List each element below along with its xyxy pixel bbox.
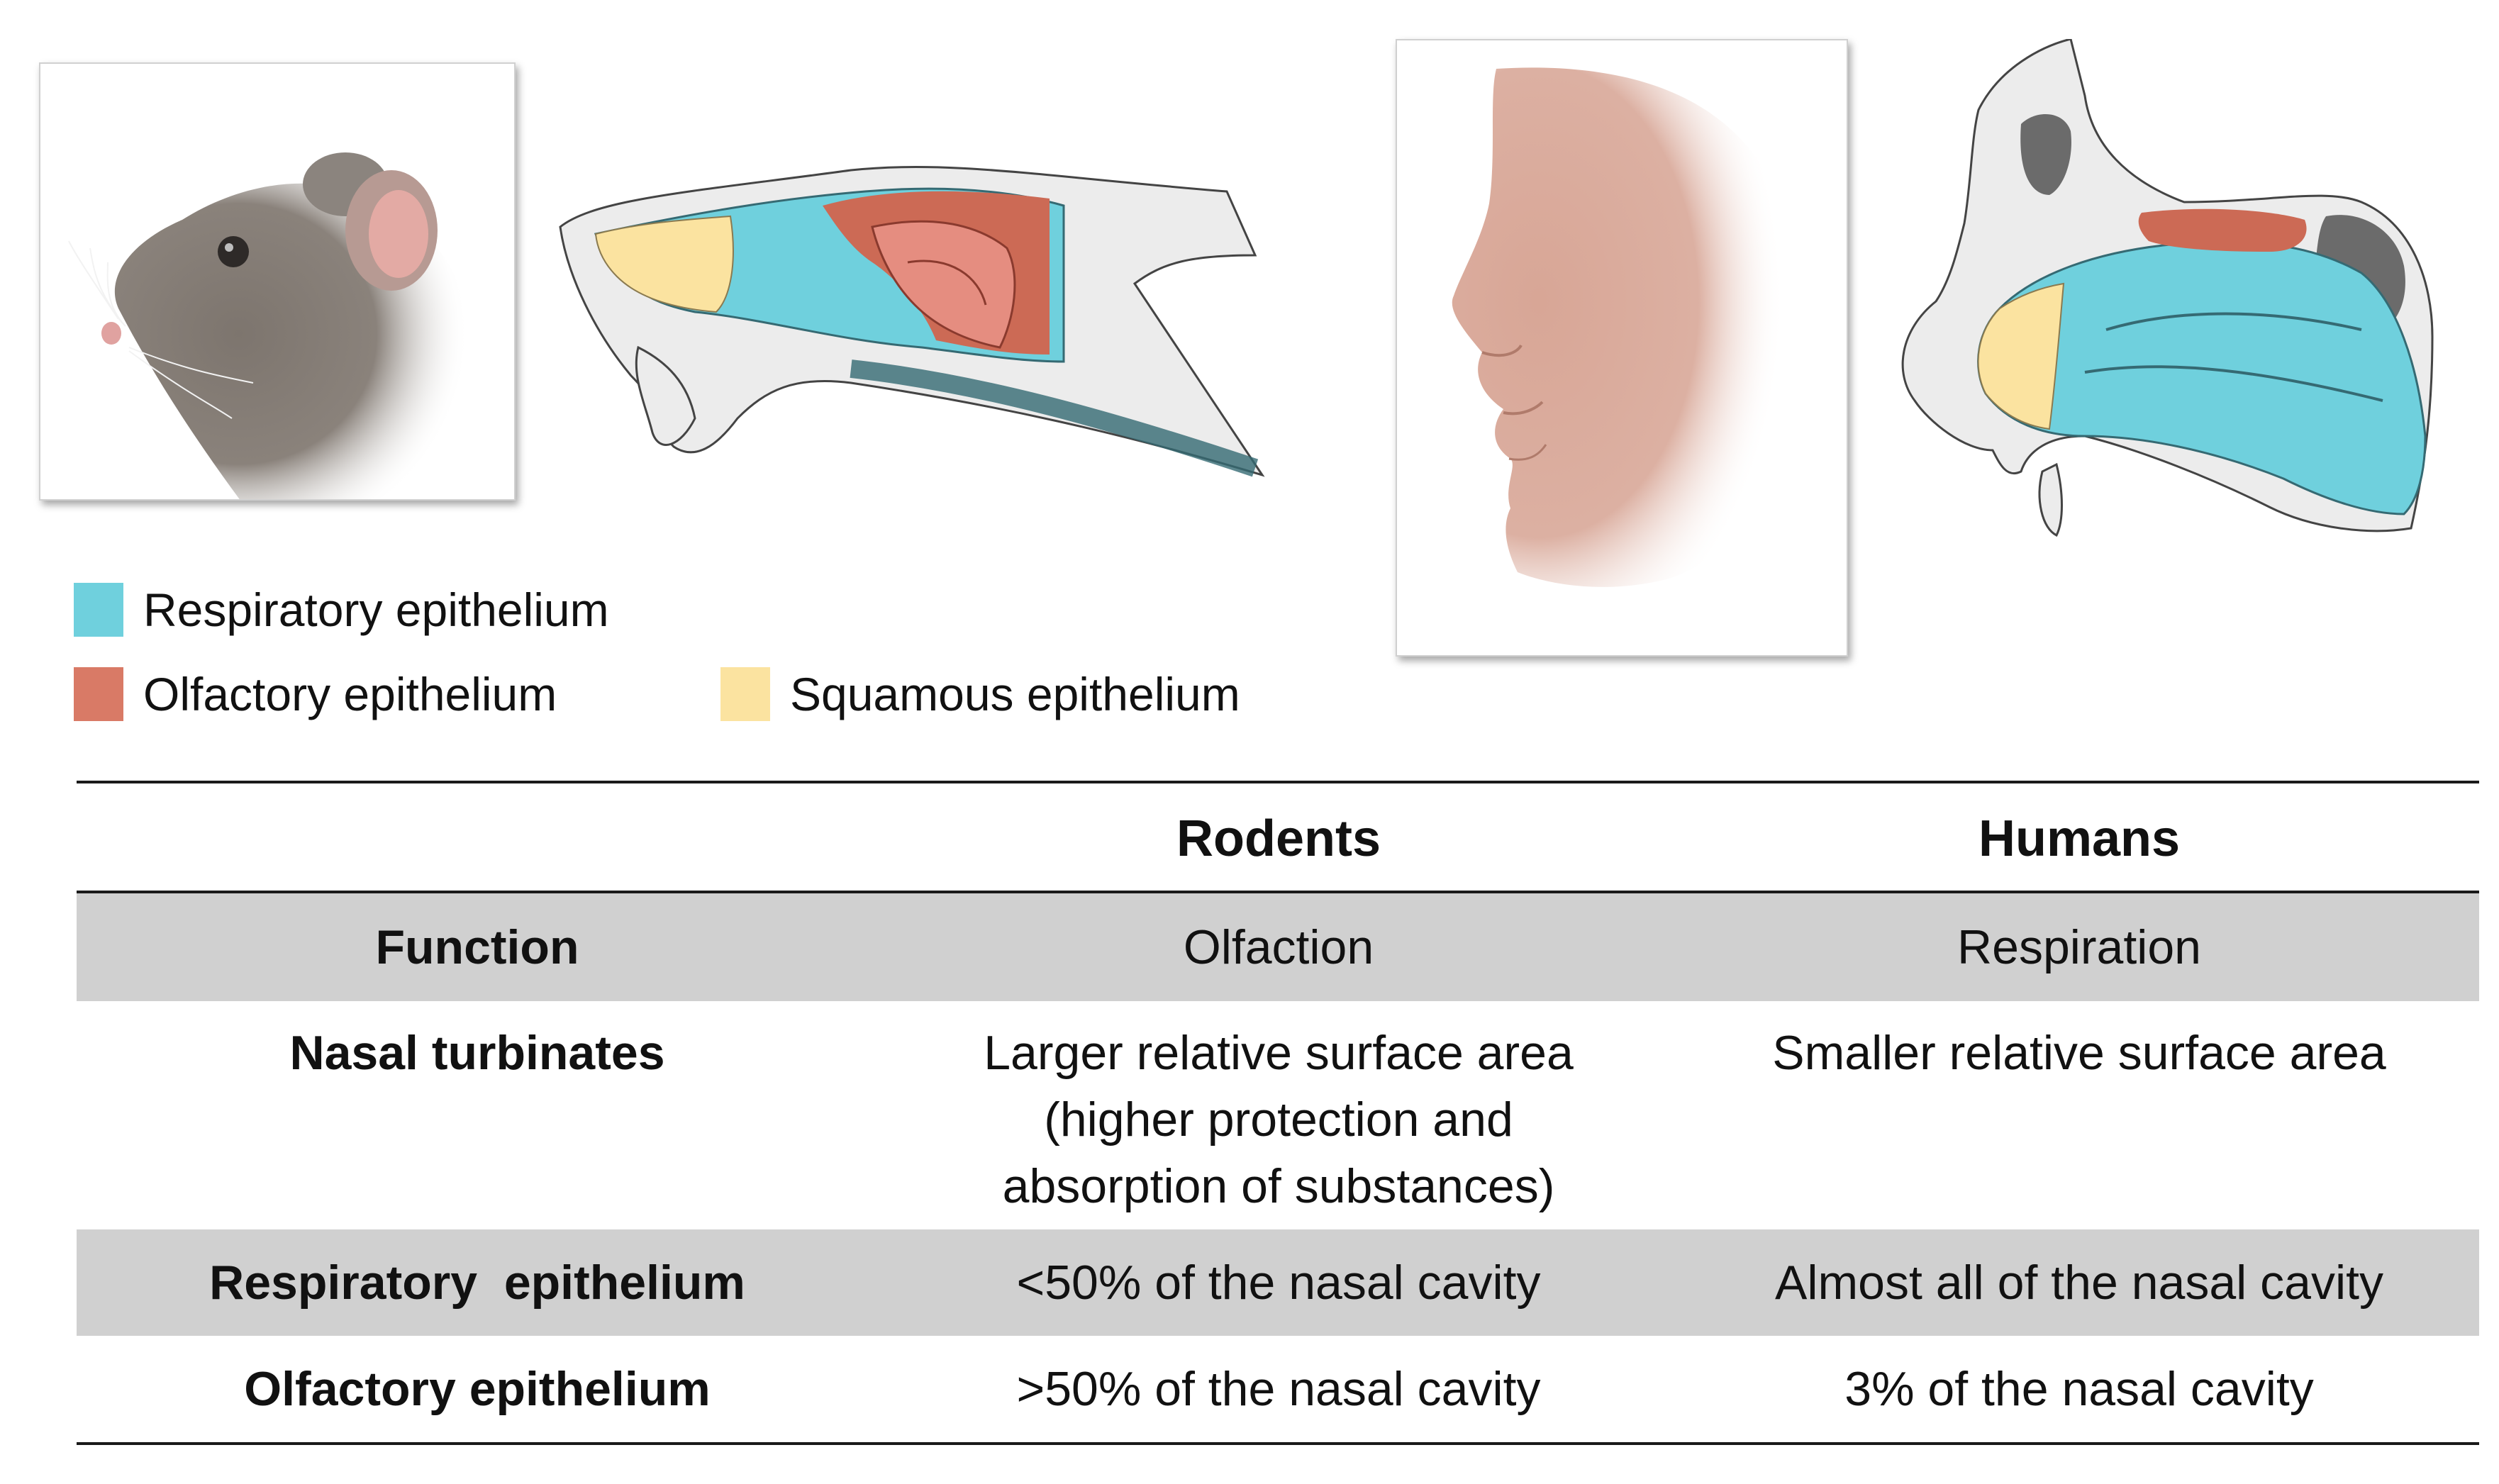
- legend-label-respiratory: Respiratory epithelium: [143, 584, 609, 636]
- row-label-respiratory-epithelium: Respiratory epithelium: [209, 1256, 745, 1310]
- olfactory-swatch: [74, 667, 123, 721]
- mouse-head-panel: [39, 62, 516, 501]
- humans-olfactory-epithelium: 3% of the nasal cavity: [1844, 1362, 2314, 1416]
- rodents-olfactory-epithelium: >50% of the nasal cavity: [1016, 1362, 1541, 1416]
- table-row: Function Olfaction Respiration: [77, 893, 2479, 1001]
- legend-item-respiratory: Respiratory epithelium: [74, 583, 609, 637]
- rodents-nasal-turbinates: Larger relative surface area (higher pro…: [878, 1020, 1679, 1220]
- table-header-row: Rodents Humans: [77, 787, 2479, 891]
- legend-label-olfactory: Olfactory epithelium: [143, 668, 557, 720]
- humans-nasal-turbinates: Smaller relative surface area: [1772, 1026, 2386, 1080]
- legend-item-squamous: Squamous epithelium: [720, 667, 1240, 721]
- row-label-olfactory-epithelium: Olfactory epithelium: [244, 1362, 711, 1416]
- rodents-respiratory-epithelium: <50% of the nasal cavity: [1016, 1256, 1541, 1310]
- human-face-illustration: [1452, 67, 1802, 587]
- humans-respiratory-epithelium: Almost all of the nasal cavity: [1775, 1256, 2383, 1310]
- rodents-nasal-turbinates-line-3: absorption of substances): [1002, 1159, 1555, 1213]
- rodents-nasal-turbinates-line-2: (higher protection and: [1044, 1093, 1513, 1147]
- table-row: Nasal turbinates Larger relative surface…: [77, 1001, 2479, 1229]
- legend-item-olfactory: Olfactory epithelium: [74, 667, 557, 721]
- table-row: Olfactory epithelium >50% of the nasal c…: [77, 1336, 2479, 1442]
- rodents-function: Olfaction: [1183, 920, 1374, 974]
- rodents-nasal-turbinates-line-1: Larger relative surface area: [984, 1026, 1574, 1080]
- table-bottom-rule: [77, 1442, 2479, 1445]
- respiratory-swatch: [74, 583, 123, 637]
- table-top-rule: [77, 781, 2479, 783]
- row-label-nasal-turbinates: Nasal turbinates: [289, 1026, 665, 1080]
- legend-label-squamous: Squamous epithelium: [790, 668, 1240, 720]
- row-label-function: Function: [375, 920, 579, 974]
- mouse-head-illustration: [68, 152, 469, 499]
- human-face-panel: [1396, 39, 1848, 657]
- header-humans: Humans: [1978, 810, 2181, 867]
- table-header-rule: [77, 891, 2479, 893]
- header-rodents: Rodents: [1176, 810, 1381, 867]
- human-nasal-cavity-illustration: [1901, 39, 2434, 537]
- table-row: Respiratory epithelium <50% of the nasal…: [77, 1229, 2479, 1336]
- squamous-swatch: [720, 667, 770, 721]
- humans-function: Respiration: [1957, 920, 2201, 974]
- rodent-nasal-cavity-illustration: [559, 165, 1265, 477]
